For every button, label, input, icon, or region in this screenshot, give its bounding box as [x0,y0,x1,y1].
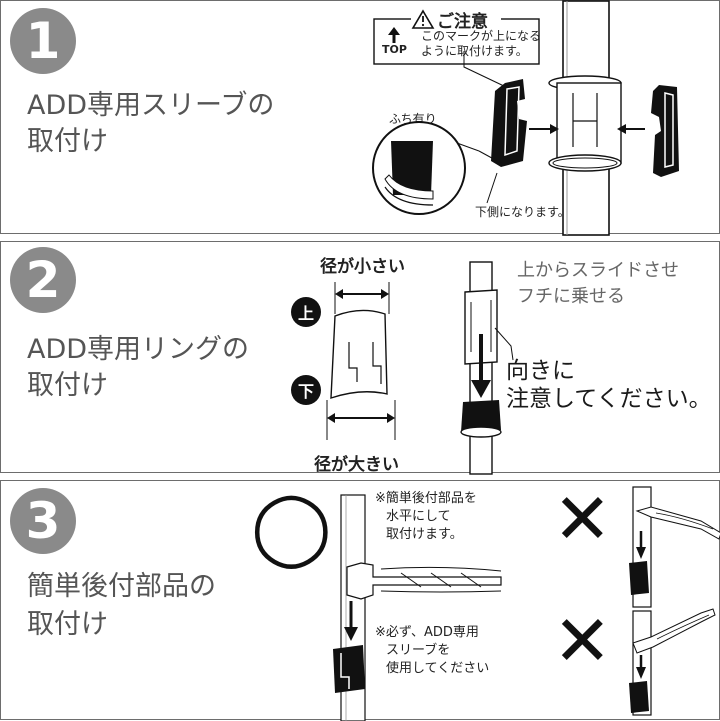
note1-line3: 取付けます。 [386,527,463,542]
sleeve-assembly-illustration [372,0,679,236]
caution-title: ご注意 [437,12,488,32]
ok-symbol: ◯ [251,484,332,568]
caution-line1: このマークが上になる [421,29,542,43]
step-2-title-line1: ADD専用リングの [27,334,250,365]
bottom-note: 下側になります。 [475,205,570,219]
note2-line2: スリーブを [386,643,451,658]
step-1-title-line2: 取付け [27,126,108,157]
top-mark: 上 [291,297,321,327]
top-label: TOP [382,43,407,56]
note2-line3: 使用してください [386,661,490,676]
large-diameter-label: 径が大きい [314,455,399,475]
top-arrow-icon [388,27,400,43]
step-1-section: 1 ADD専用スリーブの 取付け ご注意 TOP このマークが上になる ように取… [0,0,720,236]
note1-line1: ※簡単後付部品を [375,491,477,506]
ng-symbol-bottom: ✕ [553,600,612,682]
step-3-title-line1: 簡単後付部品の [27,571,216,602]
bottom-mark: 下 [291,375,321,405]
step-2-title-line2: 取付け [27,370,108,401]
slide-instruction-line2: フチに乗せる [517,286,625,307]
step-3-number-badge: 3 [10,488,76,554]
orientation-note-line2: 注意してください。 [506,386,712,412]
step-3-title-line2: 取付け [27,609,108,640]
caution-line2: ように取付けます。 [421,44,528,58]
orientation-note-line1: 向きに [506,358,575,384]
slide-instruction-line1: 上からスライドさせ [517,260,679,281]
shelf-attachment-illustration [333,486,720,721]
caution-box [373,9,540,65]
step-1-number-badge: 1 [10,8,76,74]
ng-symbol-top: ✕ [553,478,612,560]
step-2-number-badge: 2 [10,247,76,313]
note1-line2: 水平にして [386,509,451,524]
warning-triangle-icon [411,9,435,29]
small-diameter-label: 径が小さい [320,257,405,277]
ring-illustration [326,261,514,475]
step-1-title-line1: ADD専用スリーブの [27,90,275,121]
step-3-section: 3 簡単後付部品の 取付け ◯ ✕ ✕ ※簡単後付部品を 水平にして 取付けます… [0,478,720,721]
step-2-section: 2 ADD専用リングの 取付け 径が小さい 径が大きい 上 下 上からスライドさ… [0,241,720,475]
note2-line1: ※必ず、ADD専用 [375,625,479,640]
